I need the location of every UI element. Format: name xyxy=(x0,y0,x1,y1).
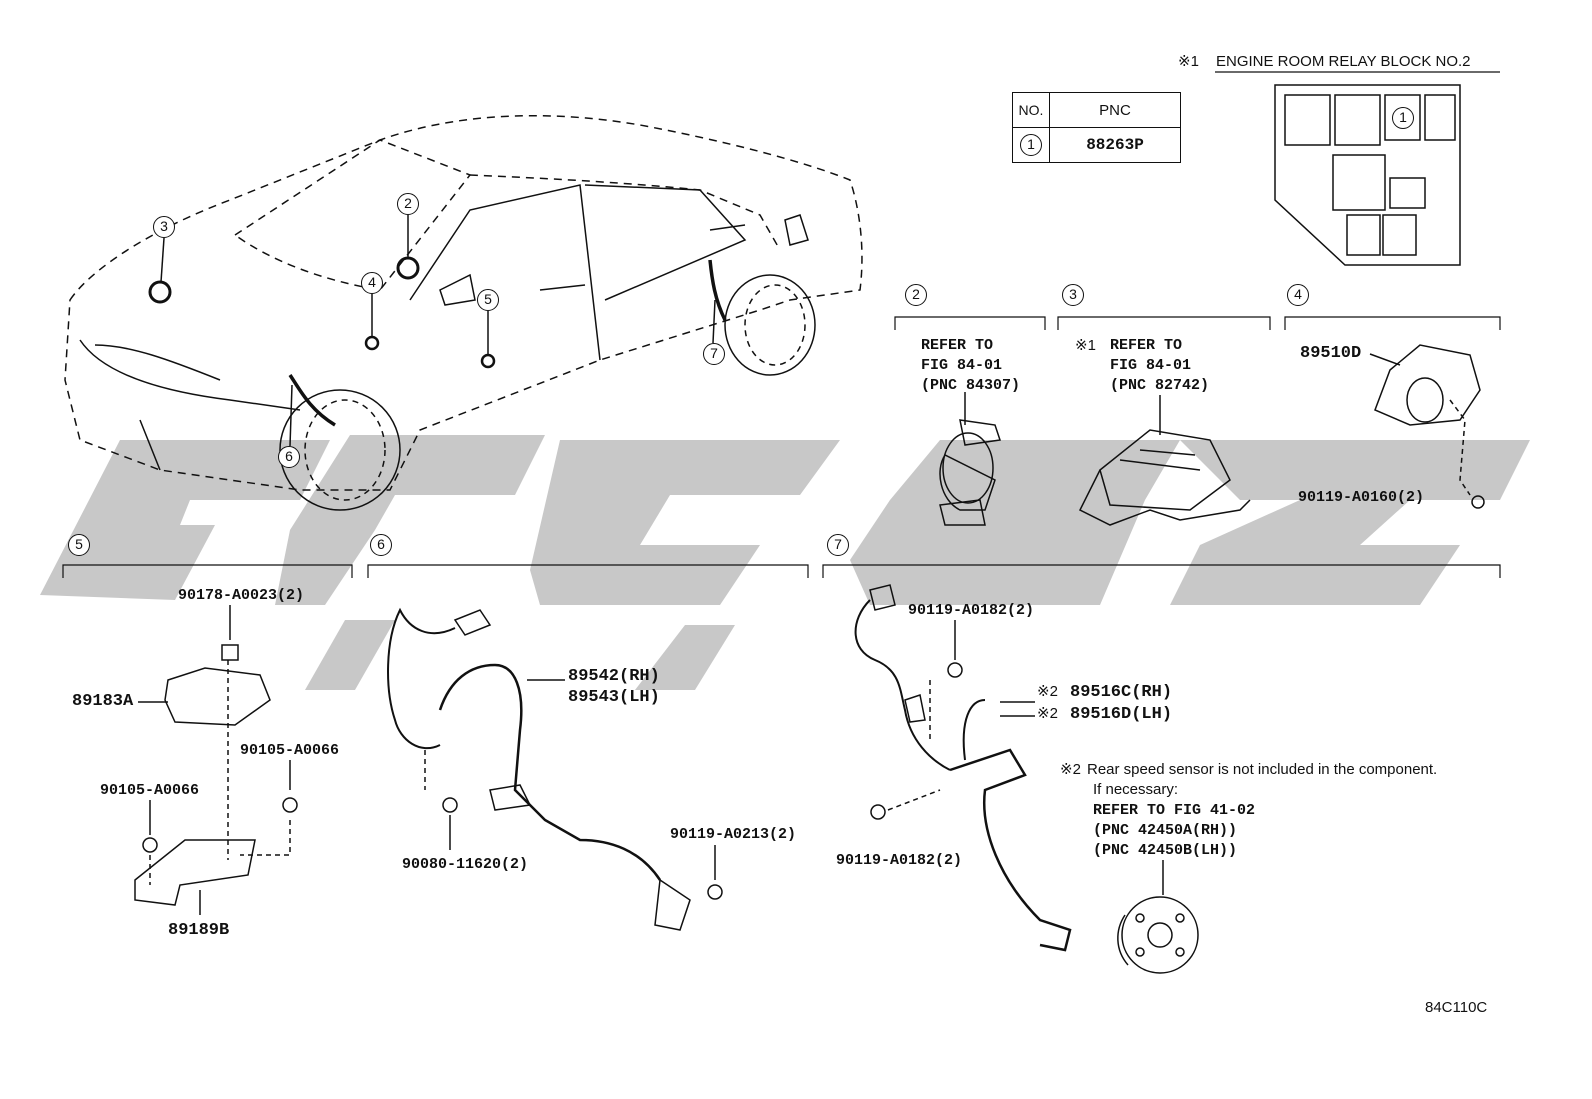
relay-box-illustration xyxy=(1078,395,1251,526)
part-89189b-label: 89189B xyxy=(168,921,230,940)
section-2-number: 2 xyxy=(905,284,927,306)
section-7-mark-rh: ※2 xyxy=(1037,683,1058,700)
car-illustration xyxy=(64,114,863,511)
table-header-pnc: PNC xyxy=(1049,92,1181,128)
pnc-table: NO. PNC 1 88263P xyxy=(1012,92,1181,163)
part-89183a-label: 89183A xyxy=(72,692,134,711)
section-2-ref-line3: (PNC 84307) xyxy=(921,377,1021,394)
section-3-number: 3 xyxy=(1062,284,1084,306)
table-row-no: 1 xyxy=(1012,127,1050,163)
section-3-ref-line3: (PNC 82742) xyxy=(1110,377,1210,394)
section-7-note-line1: Rear speed sensor is not included in the… xyxy=(1087,761,1438,778)
part-89516c-rh-label: 89516C(RH) xyxy=(1070,683,1173,702)
section-7-note-mark: ※2 xyxy=(1060,761,1081,778)
watermark-logo xyxy=(40,435,1530,690)
table-row-no-value: 1 xyxy=(1020,134,1042,156)
section-7-mark-lh: ※2 xyxy=(1037,705,1058,722)
part-90105-a0066-right-label: 90105-A0066 xyxy=(240,742,340,759)
part-89542-rh-label: 89542(RH) xyxy=(568,667,660,686)
part-89510d-label: 89510D xyxy=(1300,344,1362,363)
relay-note-mark: ※1 xyxy=(1178,53,1199,70)
relay-block-marker: 1 xyxy=(1392,107,1414,129)
rear-speed-sensor-illustration xyxy=(854,584,1199,974)
part-89516d-lh-label: 89516D(LH) xyxy=(1070,705,1173,724)
part-90119-a0182-lower-label: 90119-A0182(2) xyxy=(836,852,963,869)
table-row-pnc: 88263P xyxy=(1049,127,1181,163)
part-89543-lh-label: 89543(LH) xyxy=(568,688,660,707)
section-7-ref-line3: (PNC 42450B(LH)) xyxy=(1093,842,1238,859)
part-90119-a0182-top-label: 90119-A0182(2) xyxy=(908,602,1035,619)
part-90080-11620-label: 90080-11620(2) xyxy=(402,856,529,873)
car-callout-5: 5 xyxy=(477,289,499,311)
car-callout-2: 2 xyxy=(397,193,419,215)
section-6-number: 6 xyxy=(370,534,392,556)
front-speed-sensor-illustration xyxy=(387,607,723,931)
part-90119-a0160-label: 90119-A0160(2) xyxy=(1298,489,1425,506)
section-2-ref-line2: FIG 84-01 xyxy=(921,357,1003,374)
yaw-rate-sensor-illustration xyxy=(134,605,298,915)
figure-code: 84C110C xyxy=(1425,999,1488,1016)
section-3-ref-line2: FIG 84-01 xyxy=(1110,357,1192,374)
section-3-mark: ※1 xyxy=(1075,337,1096,354)
car-callout-6: 6 xyxy=(278,446,300,468)
section-7-number: 7 xyxy=(827,534,849,556)
section-7-ref-line1: REFER TO FIG 41-02 xyxy=(1093,802,1256,819)
spiral-cable-illustration xyxy=(939,392,1001,526)
section-7-ref-line2: (PNC 42450A(RH)) xyxy=(1093,822,1238,839)
section-brackets xyxy=(62,71,1501,578)
section-7-note-line2: If necessary: xyxy=(1093,781,1179,798)
car-callout-3: 3 xyxy=(153,216,175,238)
part-90178-a0023-label: 90178-A0023(2) xyxy=(178,587,305,604)
section-3-ref-line1: REFER TO xyxy=(1110,337,1183,354)
section-4-number: 4 xyxy=(1287,284,1309,306)
section-2-ref-line1: REFER TO xyxy=(921,337,994,354)
section-5-number: 5 xyxy=(68,534,90,556)
table-header-no: NO. xyxy=(1012,92,1050,128)
relay-block-illustration xyxy=(1274,84,1461,266)
part-90119-a0213-label: 90119-A0213(2) xyxy=(670,826,797,843)
car-callout-4: 4 xyxy=(361,272,383,294)
sensor-bracket-illustration xyxy=(1369,344,1485,509)
relay-note-title: ENGINE ROOM RELAY BLOCK NO.2 xyxy=(1216,53,1471,70)
part-90105-a0066-left-label: 90105-A0066 xyxy=(100,782,200,799)
car-callout-7: 7 xyxy=(703,343,725,365)
